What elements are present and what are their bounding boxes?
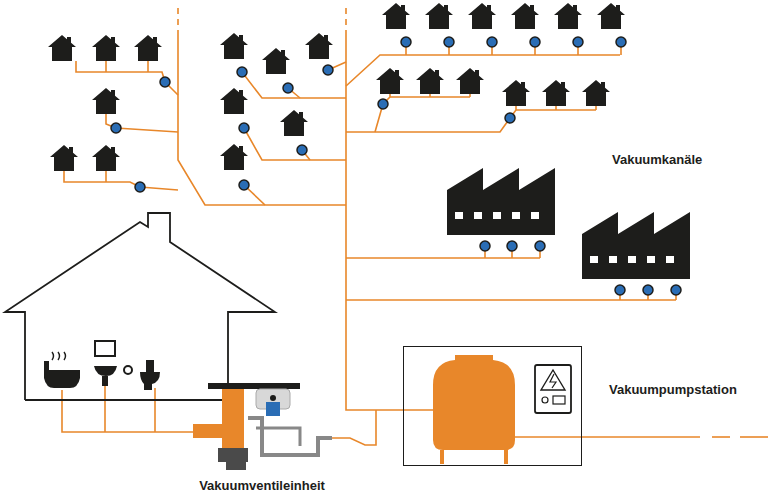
vacuum-pipes <box>62 8 768 445</box>
house-floor <box>25 399 228 401</box>
factories <box>447 168 690 279</box>
bathroom-fixtures <box>44 341 160 390</box>
part-label: Vakuumventileinheit <box>199 478 325 493</box>
houses <box>48 3 625 171</box>
pump-station-equipment <box>433 355 571 464</box>
station-heading: Vakuumpumpstation <box>609 382 737 397</box>
vacuum-valve-unit <box>193 383 332 470</box>
part-label: Vakuumkanäle <box>612 152 702 167</box>
house-outline <box>5 213 275 400</box>
valve-dots <box>111 37 681 295</box>
pump-station-box: Vakuumpumpstation <box>403 346 582 466</box>
